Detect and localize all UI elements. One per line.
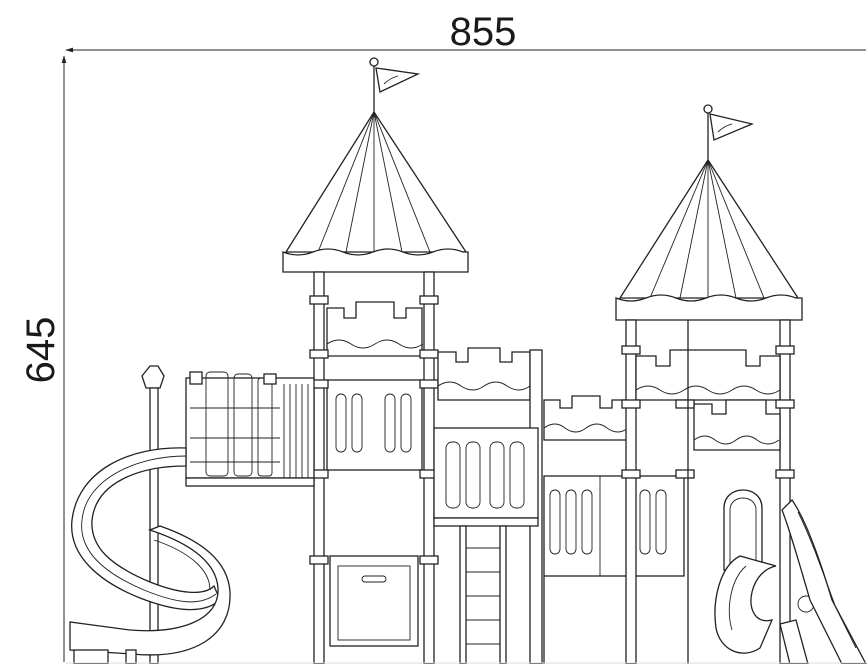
left-climbing-panels [185, 371, 315, 487]
right-slides [714, 498, 867, 664]
height-dimension-label: 645 [19, 317, 63, 384]
left-flag-icon [369, 57, 421, 112]
spiral-slide [69, 365, 231, 664]
left-tower [282, 57, 469, 664]
right-flag-icon [703, 104, 755, 160]
right-tower [615, 104, 803, 664]
middle-right-block [543, 395, 685, 664]
center-section [433, 347, 543, 664]
height-dimension: 645 [19, 55, 67, 662]
width-dimension: 855 [65, 10, 866, 54]
width-dimension-label: 855 [450, 10, 517, 54]
